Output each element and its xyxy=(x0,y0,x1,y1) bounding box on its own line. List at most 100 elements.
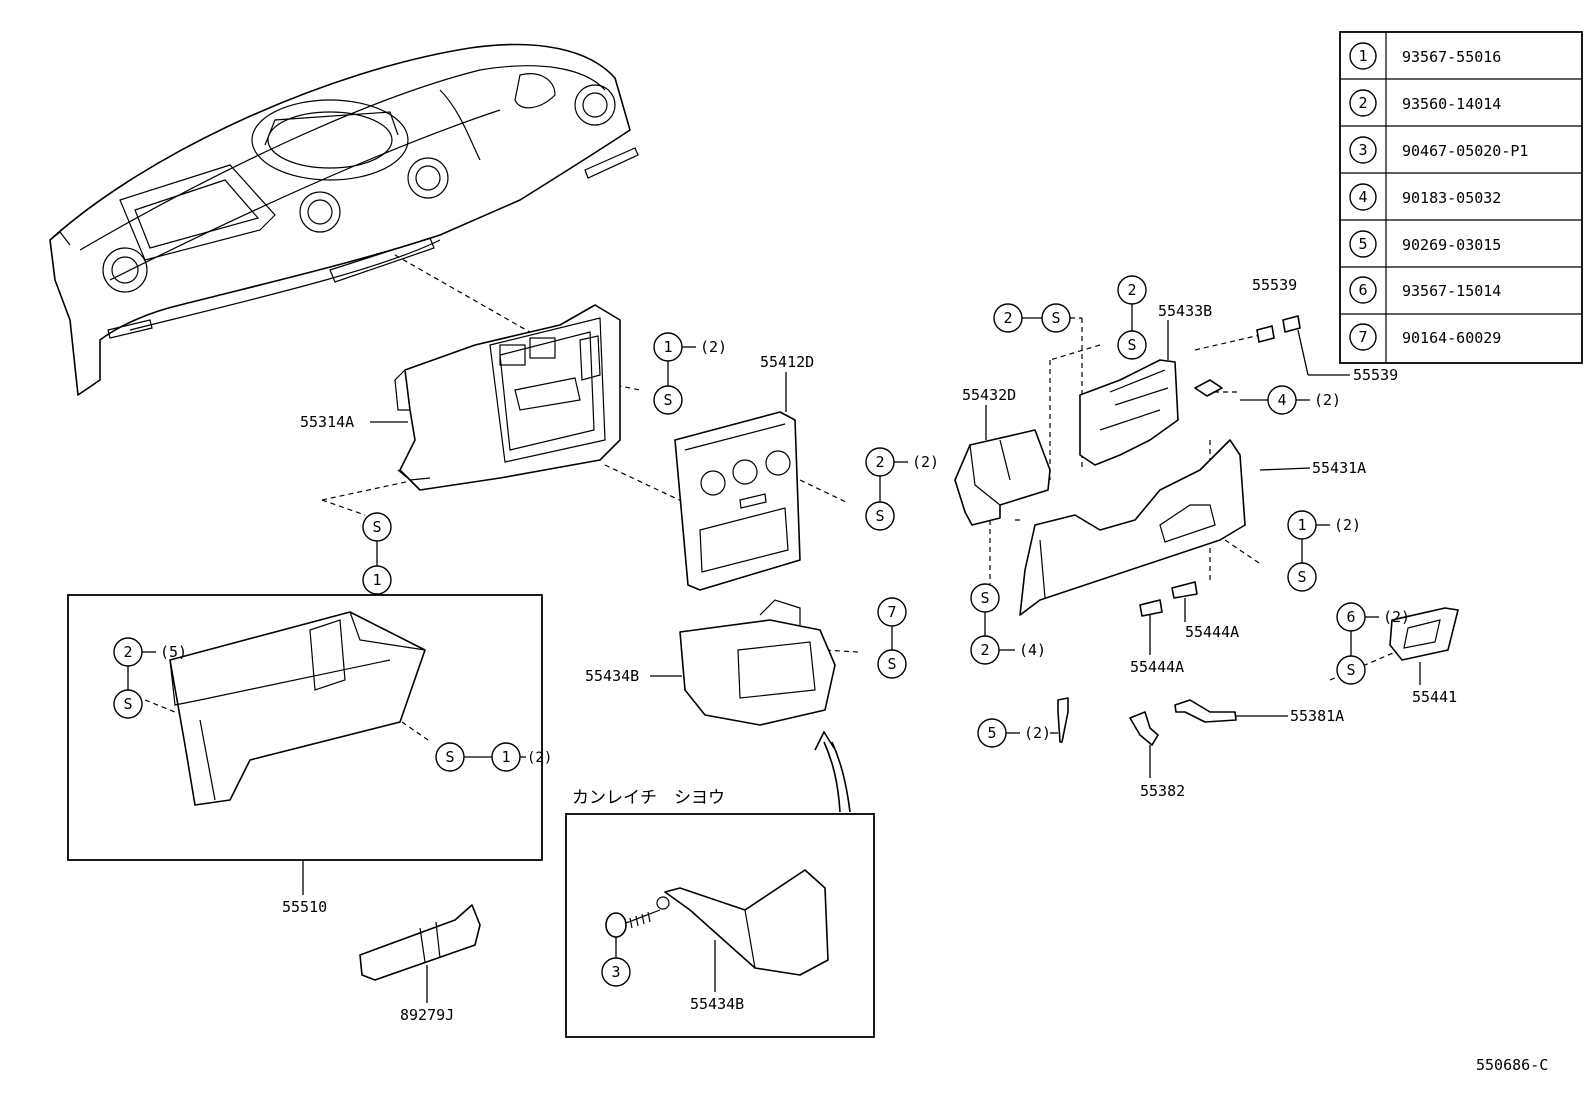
svg-text:7: 7 xyxy=(887,603,896,621)
bracket-55382 xyxy=(1129,711,1159,746)
legend-num: 1 xyxy=(1358,47,1367,65)
legend-row-5: 5 90269-03015 xyxy=(1349,230,1501,258)
legend-row-7: 7 90164-60029 xyxy=(1349,323,1501,351)
callout-2-s-55433B: 2 S xyxy=(1117,275,1147,360)
legend-row-3: 3 90467-05020-P1 xyxy=(1349,136,1528,164)
svg-text:S: S xyxy=(980,589,989,607)
svg-text:S: S xyxy=(1297,568,1306,586)
callout-2-s-faceplate: 2 (2) S xyxy=(865,447,939,531)
svg-text:1: 1 xyxy=(501,748,510,766)
legend-part-number: 93560-14014 xyxy=(1402,95,1501,113)
part-label: 55382 xyxy=(1140,782,1185,800)
callout-1-s-bracket: 1 (2) S xyxy=(653,332,727,415)
callout-2-s-top: 2 S xyxy=(993,303,1071,333)
cold-zone-caption: カンレイチ シヨウ xyxy=(572,788,725,808)
callout-s-2-lower: S 2 (4) xyxy=(970,583,1046,665)
svg-text:2: 2 xyxy=(1127,281,1136,299)
callout-7-s-pocket: 7 S xyxy=(877,597,907,679)
svg-text:S: S xyxy=(1346,661,1355,679)
callout-circle xyxy=(1349,42,1377,70)
part-label: 55381A xyxy=(1290,707,1344,725)
part-label: 55412D xyxy=(760,353,814,371)
svg-text:(5): (5) xyxy=(160,643,187,661)
svg-text:3: 3 xyxy=(611,963,620,981)
legend-part-number: 90164-60029 xyxy=(1402,329,1501,347)
part-label: 55314A xyxy=(300,413,354,431)
legend-part-number: 93567-55016 xyxy=(1402,48,1501,66)
svg-text:1: 1 xyxy=(1297,516,1306,534)
callout-3-screw: 3 xyxy=(601,957,631,987)
legend-part-number: 90269-03015 xyxy=(1402,236,1501,254)
legend-part-number: 90467-05020-P1 xyxy=(1402,142,1528,160)
part-label: 55432D xyxy=(962,386,1016,404)
part-label: 55431A xyxy=(1312,459,1366,477)
svg-text:(2): (2) xyxy=(1024,724,1051,742)
bracket-55433B xyxy=(1079,359,1179,466)
svg-text:2: 2 xyxy=(875,453,884,471)
svg-text:S: S xyxy=(663,391,672,409)
svg-text:1: 1 xyxy=(372,571,381,589)
part-label: 89279J xyxy=(400,1006,454,1024)
legend-num: 5 xyxy=(1358,235,1367,253)
legend-row-4: 4 90183-05032 xyxy=(1349,183,1501,211)
svg-text:(2): (2) xyxy=(700,338,727,356)
cold-zone-pocket-drawing xyxy=(656,869,829,976)
legend-num: 3 xyxy=(1358,141,1367,159)
callout-2-s-glovebox: 2 (5) S xyxy=(113,637,187,719)
part-label: 55539 xyxy=(1353,366,1398,384)
bracket-55432D xyxy=(954,429,1051,526)
svg-text:2: 2 xyxy=(980,641,989,659)
svg-text:S: S xyxy=(372,518,381,536)
screw-3-drawing xyxy=(605,909,661,938)
part-label: 55510 xyxy=(282,898,327,916)
part-label: 55539 xyxy=(1252,276,1297,294)
legend-row-6: 6 93567-15014 xyxy=(1349,276,1501,304)
part-label: 55434B xyxy=(690,995,744,1013)
callout-4-nut: 4 (2) xyxy=(1240,385,1341,415)
callout-s-55314A: S 1 xyxy=(362,512,392,595)
svg-text:2: 2 xyxy=(123,643,132,661)
svg-text:S: S xyxy=(875,507,884,525)
part-label: 55434B xyxy=(585,667,639,685)
glove-box-group-frame xyxy=(67,594,543,861)
svg-text:S: S xyxy=(1127,336,1136,354)
clip-55444A-b xyxy=(1171,581,1198,599)
svg-text:1: 1 xyxy=(663,338,672,356)
legend-part-number: 90183-05032 xyxy=(1402,189,1501,207)
handle-55441 xyxy=(1389,607,1459,661)
lower-panel-55431A xyxy=(1019,439,1246,616)
center-cluster-55412D xyxy=(674,411,801,591)
svg-text:(2): (2) xyxy=(527,750,552,766)
svg-text:4: 4 xyxy=(1277,391,1286,409)
legend-num: 2 xyxy=(1358,94,1367,112)
svg-text:5: 5 xyxy=(987,724,996,742)
cover-89279J xyxy=(359,904,481,981)
svg-text:S: S xyxy=(887,655,896,673)
legend-num: 7 xyxy=(1358,328,1367,346)
rivet-5-drawing xyxy=(1057,697,1069,743)
cold-zone-inset-frame xyxy=(565,813,875,1038)
instrument-panel-drawing xyxy=(49,43,639,396)
callout-5-rivet: 5 (2) xyxy=(977,718,1058,748)
nut-4-drawing xyxy=(1194,379,1223,397)
part-label: 55444A xyxy=(1130,658,1184,676)
svg-text:(2): (2) xyxy=(912,453,939,471)
bracket-55381A xyxy=(1174,699,1237,723)
svg-text:S: S xyxy=(445,748,454,766)
callout-s-1-glovebox: S 1 (2) xyxy=(435,742,552,772)
legend-row-1: 1 93567-55016 xyxy=(1349,42,1501,70)
svg-text:2: 2 xyxy=(1003,309,1012,327)
clip-55444A-a xyxy=(1139,599,1163,617)
leader-lines xyxy=(302,320,1421,1003)
legend-num: 4 xyxy=(1358,188,1367,206)
part-label: 55444A xyxy=(1185,623,1239,641)
legend-table: 1 93567-55016 2 93560-14014 3 90467-0502… xyxy=(1339,31,1583,364)
legend-num: 6 xyxy=(1358,281,1367,299)
legend-row-2: 2 93560-14014 xyxy=(1349,89,1501,117)
cold-zone-arrow xyxy=(814,730,851,813)
svg-text:(2): (2) xyxy=(1314,391,1341,409)
part-label: 55433B xyxy=(1158,302,1212,320)
center-bracket-55314A xyxy=(394,304,621,491)
svg-text:6: 6 xyxy=(1346,608,1355,626)
